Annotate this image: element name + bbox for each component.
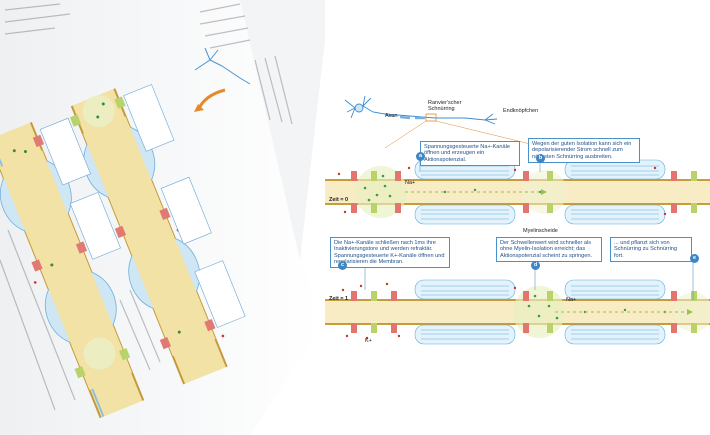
caption-b: Wegen der guten Isolation kann sich ein … xyxy=(528,138,640,163)
label-na: Na+ xyxy=(405,180,416,186)
caption-d: Der Schwellenwert wird schneller als ohn… xyxy=(496,237,602,262)
label-k: K+ xyxy=(365,338,372,344)
label-time-1: Zeit = 1 xyxy=(329,296,349,302)
axon-row-2 xyxy=(325,279,710,345)
book-photo xyxy=(0,0,325,435)
caption-c-number: c xyxy=(338,261,347,270)
label-node: Ranvier'scher Schnürring xyxy=(428,100,462,112)
neuron-icon xyxy=(344,95,498,125)
axon-row-1 xyxy=(325,159,710,225)
label-na-2: Na+ xyxy=(566,297,577,303)
caption-a-number: a xyxy=(416,152,425,161)
caption-c: Die Na+-Kanäle schließen nach 1ms ihre I… xyxy=(330,237,450,269)
book-diagram xyxy=(0,84,246,419)
caption-e-number: e xyxy=(690,254,699,263)
caption-b-number: b xyxy=(536,154,545,163)
label-myelin: Myelinscheide xyxy=(523,228,558,234)
label-time-0: Zeit = 0 xyxy=(329,197,349,203)
caption-e: ... und pflanzt sich von Schnürring zu S… xyxy=(610,237,692,262)
myelin-diagram xyxy=(325,95,710,345)
label-axon: Axon xyxy=(385,113,398,119)
book-neuron xyxy=(194,47,251,85)
caption-d-number: d xyxy=(531,261,540,270)
label-terminals: Endknöpfchen xyxy=(503,108,539,114)
caption-a: Spannungsgesteuerte Na+-Kanäle öffnen un… xyxy=(420,141,520,166)
